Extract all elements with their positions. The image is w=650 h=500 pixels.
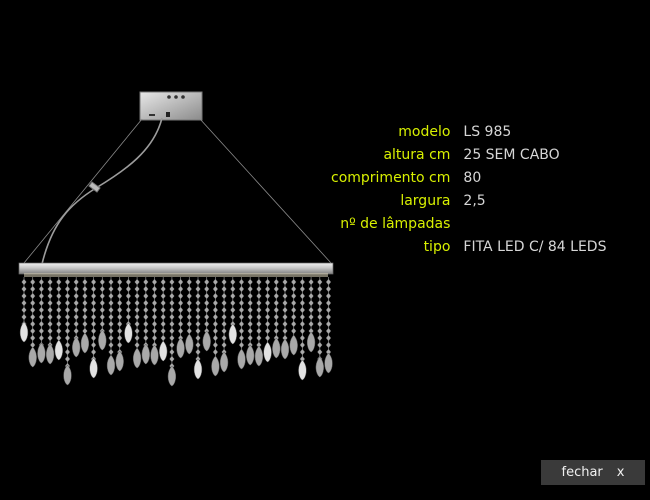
crystal-strand (324, 277, 333, 374)
crystal-strand (228, 277, 237, 345)
spec-label: nº de lâmpadas (340, 215, 451, 232)
crystal-strand (124, 277, 133, 344)
crystal-strand (54, 277, 63, 361)
spec-row-width: largura 2,5 (330, 189, 630, 212)
crystal-strand (176, 277, 185, 359)
spec-value: LS 985 (463, 123, 512, 140)
crystal-strand (98, 277, 107, 351)
crystal-strand (211, 277, 220, 377)
ceiling-canopy (139, 91, 203, 121)
spec-value (462, 212, 630, 235)
crystal-strand (150, 277, 159, 366)
crystal-strand (72, 277, 81, 358)
close-button-label: fechar (561, 465, 603, 480)
crystal-strand (106, 277, 116, 376)
crystal-strand (280, 277, 290, 360)
spec-label: tipo (423, 238, 451, 255)
crystal-strand (89, 277, 98, 379)
spec-label: modelo (398, 123, 451, 140)
crystal-strand (254, 277, 264, 367)
crystal-strand (193, 277, 203, 380)
crystal-strand (37, 277, 46, 364)
crystal-strand (159, 277, 168, 362)
crystal-strand (202, 277, 211, 352)
spec-row-lamp-count: nº de lâmpadas (330, 212, 630, 235)
spec-value: FITA LED C/ 84 LEDS (463, 238, 607, 255)
crystal-strand (115, 277, 124, 372)
spec-row-height: altura cm 25 SEM CABO (330, 143, 630, 166)
crystal-strand (63, 277, 72, 386)
crystal-strand (306, 277, 316, 353)
crystal-strand (185, 277, 194, 355)
close-button[interactable]: fechar x (541, 460, 645, 485)
crystal-strand (28, 277, 37, 368)
crystal-strand (19, 277, 29, 343)
product-specifications: modelo LS 985 altura cm 25 SEM CABO comp… (330, 120, 630, 258)
crystal-strand (141, 277, 150, 365)
suspension-cables (23, 117, 332, 265)
spec-label: comprimento cm (331, 169, 451, 186)
crystal-strand (246, 277, 255, 366)
crystal-strand (45, 277, 55, 365)
spec-row-length: comprimento cm 80 (330, 166, 630, 189)
crystal-strand (315, 277, 324, 378)
spec-value: 25 SEM CABO (463, 146, 560, 163)
crystal-strand (237, 277, 246, 370)
spec-value: 80 (463, 169, 482, 186)
crystal-strand (298, 277, 307, 381)
spec-label: altura cm (383, 146, 451, 163)
crystal-strand (132, 277, 142, 369)
crystal-strand (167, 277, 177, 387)
spec-value: 2,5 (463, 192, 486, 209)
close-icon: x (616, 465, 625, 480)
crystal-strand (272, 277, 281, 359)
spec-row-type: tipo FITA LED C/ 84 LEDS (330, 235, 630, 258)
spec-row-model: modelo LS 985 (330, 120, 630, 143)
led-bar (18, 262, 334, 277)
crystal-strands (19, 277, 333, 387)
crystal-strand (219, 277, 229, 373)
spec-label: largura (400, 192, 451, 209)
crystal-strand (263, 277, 272, 363)
crystal-strand (80, 277, 90, 354)
crystal-strand (289, 277, 298, 356)
